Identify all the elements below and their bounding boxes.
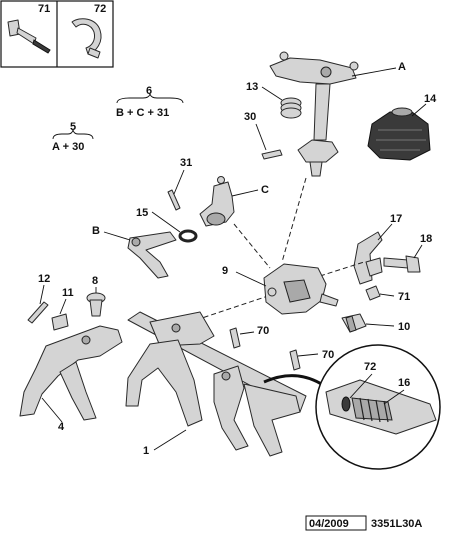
fork-4 <box>19 325 123 421</box>
callout-71: 71 <box>398 291 410 303</box>
leader-9 <box>235 271 267 287</box>
callout-15: 15 <box>136 207 148 219</box>
footer-reference: 3351L30A <box>371 518 422 530</box>
selector-housing-9 <box>263 263 339 315</box>
leader-14 <box>411 103 427 117</box>
stud-10 <box>341 313 367 333</box>
brace-6 <box>116 93 184 104</box>
detail-view <box>263 344 441 470</box>
assembly-line-lever <box>233 223 271 269</box>
callout-A: A <box>398 61 406 73</box>
brace-5 <box>52 129 94 140</box>
inset-label-clip: 72 <box>94 3 106 15</box>
callout-17: 17 <box>390 213 402 225</box>
callout-30: 30 <box>244 111 256 123</box>
rivet-icon <box>7 19 51 54</box>
selector-lever-A <box>269 51 359 177</box>
leader-31 <box>173 169 185 195</box>
leader-13 <box>261 86 283 101</box>
callout-8: 8 <box>92 275 98 287</box>
leader-18 <box>413 244 423 259</box>
inset-panel: 71 72 <box>0 0 114 68</box>
lever-C <box>199 176 235 227</box>
leader-71 <box>379 293 395 297</box>
leader-1 <box>153 429 187 451</box>
formula-6: B + C + 31 <box>116 107 169 119</box>
callout-70b: 70 <box>322 349 334 361</box>
callout-4: 4 <box>58 421 65 433</box>
callout-B: B <box>92 225 100 237</box>
callout-C: C <box>261 184 269 196</box>
spring-13 <box>280 97 302 119</box>
leader-72 <box>349 373 373 399</box>
leader-C <box>231 189 259 197</box>
bracket-17 <box>353 231 383 285</box>
pin-30 <box>261 149 283 160</box>
footer-date-box <box>305 515 367 531</box>
assembly-line-rail <box>195 295 269 321</box>
callout-13: 13 <box>246 81 258 93</box>
leader-10 <box>365 323 395 327</box>
washer-15 <box>178 229 198 243</box>
callout-5: 5 <box>70 121 76 133</box>
plunger-8 <box>86 292 106 317</box>
leader-70a <box>239 331 255 335</box>
kit-formula-6: 6 B + C + 31 <box>116 85 184 119</box>
leader-17 <box>377 223 393 241</box>
roll-pin-70b <box>289 349 301 371</box>
callout-9: 9 <box>222 265 228 277</box>
bolt-18 <box>383 255 421 273</box>
callout-10: 10 <box>398 321 410 333</box>
leader-30 <box>255 123 267 151</box>
callout-18: 18 <box>420 233 432 245</box>
callout-6: 6 <box>146 85 152 97</box>
footer: 04/2009 3351L30A <box>305 515 422 531</box>
leader-11 <box>59 298 67 315</box>
leader-12 <box>39 284 45 305</box>
leader-B <box>103 231 131 241</box>
callout-14: 14 <box>424 93 437 105</box>
callout-72: 72 <box>364 361 376 373</box>
callout-31: 31 <box>180 157 192 169</box>
callout-70a: 70 <box>257 325 269 337</box>
leader-A <box>351 67 397 77</box>
bush-11 <box>51 313 69 331</box>
rivet-71 <box>365 285 381 301</box>
leader-16 <box>383 389 405 405</box>
leader-70b <box>297 353 319 357</box>
leader-4 <box>41 397 63 423</box>
gaiter-boot-14 <box>367 107 431 161</box>
assembly-line-shaft <box>281 177 307 263</box>
kit-formula-5: 5 A + 30 <box>52 121 94 153</box>
footer-date: 04/2009 <box>309 518 349 530</box>
leader-15 <box>151 211 181 233</box>
pin-31 <box>167 189 181 211</box>
roll-pin-70a <box>229 327 241 349</box>
clip-icon <box>71 18 102 59</box>
pin-12 <box>27 301 49 324</box>
fork-rail-assembly-1 <box>125 311 307 457</box>
callout-11: 11 <box>62 287 74 299</box>
lever-B <box>127 231 177 279</box>
formula-5: A + 30 <box>52 141 84 153</box>
callout-1: 1 <box>143 445 149 457</box>
callout-12: 12 <box>38 273 50 285</box>
callout-16: 16 <box>398 377 410 389</box>
inset-label-rivet: 71 <box>38 3 50 15</box>
